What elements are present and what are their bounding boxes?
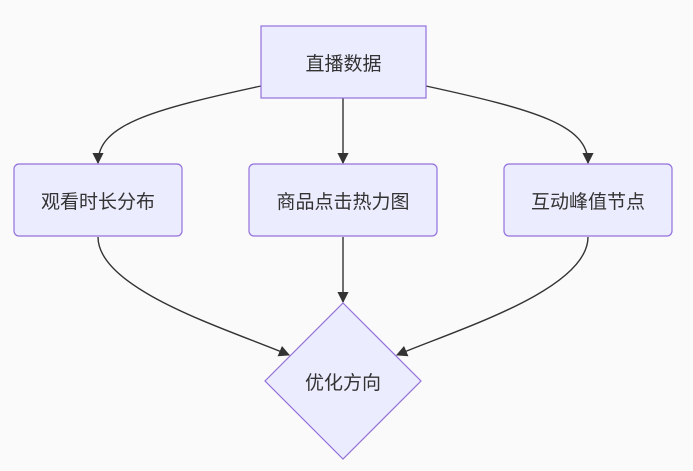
edge-source-to-watch	[92, 85, 262, 165]
node-heatmap-box	[248, 163, 438, 237]
node-result-diamond	[264, 302, 422, 460]
node-watch-box	[13, 163, 183, 237]
edge-interaction-to-result	[395, 236, 589, 357]
edge-source-to-interaction	[425, 85, 594, 165]
node-source-box	[260, 25, 427, 99]
edge-watch-to-result	[97, 236, 291, 357]
node-interaction-box	[503, 163, 673, 237]
